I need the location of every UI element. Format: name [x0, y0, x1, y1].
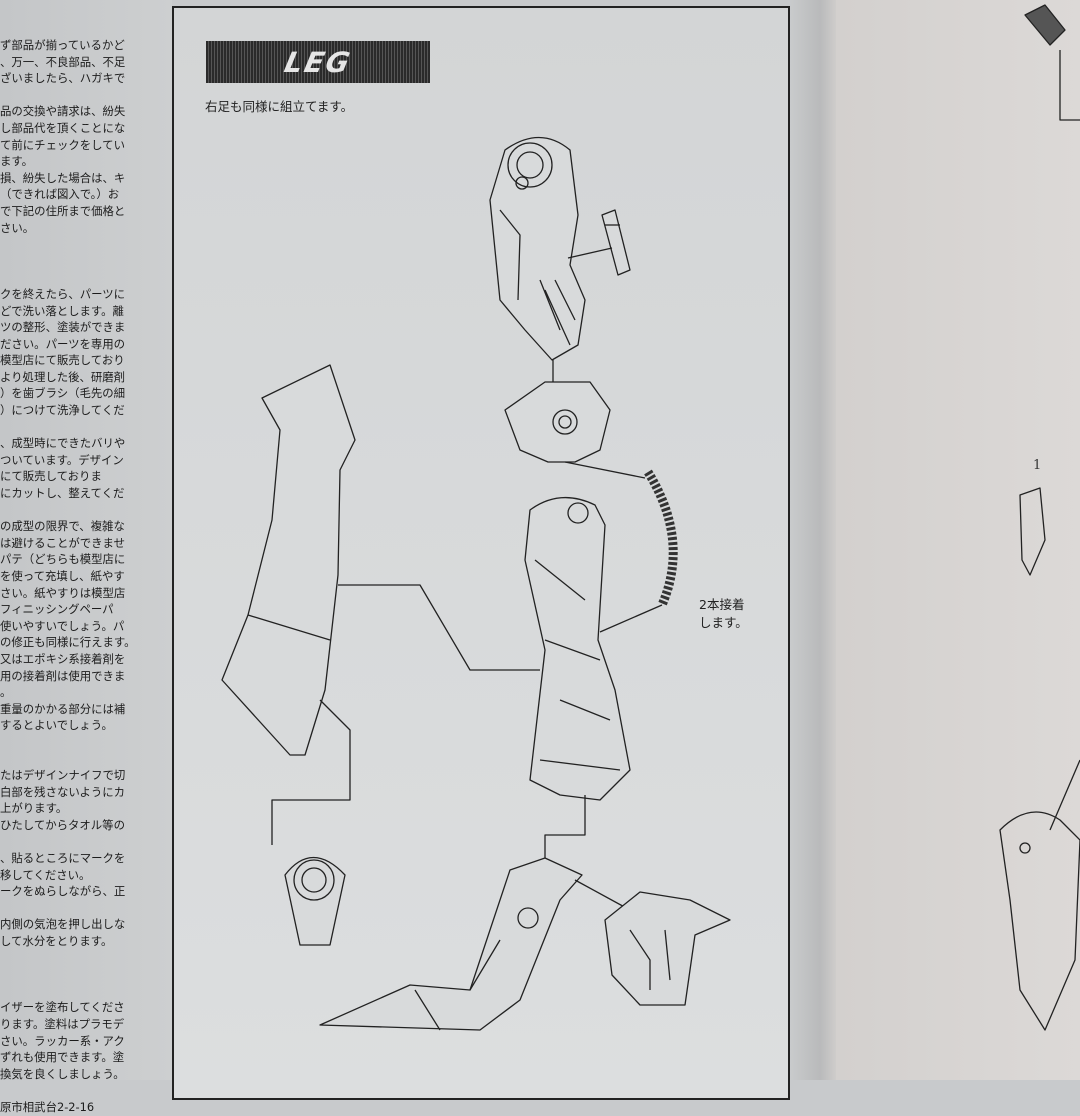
parts-diagram [221, 4, 1080, 1031]
text-line: パテ（どちらも模型店に [0, 552, 126, 567]
right-page [836, 0, 1080, 1080]
cylinder-rod-part [644, 469, 678, 607]
glue-note-line2: します。 [699, 615, 748, 630]
section-title-bar: LEG [206, 41, 430, 83]
step-number: 1 [1033, 458, 1042, 473]
text-line: するとよいでしょう。 [0, 718, 113, 733]
text-line: ついています。デザイン [0, 452, 124, 467]
guide-line [564, 461, 646, 479]
text-line: さい。ラッカー系・アク [0, 1033, 125, 1048]
book-gutter [790, 0, 840, 1080]
text-line: ます。 [0, 154, 34, 169]
left-page: ず部品が揃っているかど、万一、不良部品、不足ざいましたら、ハガキで品の交換や請求… [0, 0, 172, 1114]
text-line: ）を歯ブラシ（毛先の細 [0, 386, 126, 401]
text-line: て前にチェックをしてい [0, 137, 125, 152]
text-line: は避けることができませ [0, 535, 125, 550]
text-line: 模型店にて販売しており [0, 353, 125, 368]
instructions-text: ず部品が揃っているかど、万一、不良部品、不足ざいましたら、ハガキで品の交換や請求… [0, 37, 170, 1116]
text-line: ざいましたら、ハガキで [0, 71, 126, 86]
ankle-cap-part [284, 856, 346, 946]
text-line: さい。紙やすりは模型店 [0, 585, 126, 600]
heel-part [604, 891, 731, 1006]
text-line: 。 [0, 685, 12, 700]
text-line: ークをぬらしながら、正 [0, 884, 126, 899]
text-line: 損、紛失した場合は、キ [0, 170, 126, 185]
text-line: 換気を良くしましょう。 [0, 1066, 125, 1081]
text-line: を使って充填し、紙やす [0, 569, 125, 583]
text-line: 、成型時にできたバリや [0, 436, 126, 451]
text-line: ）につけて洗浄してくだ [0, 403, 125, 418]
text-line: さい。 [0, 220, 35, 235]
text-line: にて販売しておりま [0, 469, 102, 484]
text-line: ず部品が揃っているかど [0, 38, 125, 52]
text-line: の成型の限界で、複雑な [0, 519, 125, 534]
text-line: より処理した後、研磨剤 [0, 369, 126, 384]
guide-line [574, 879, 631, 911]
guide-line [271, 699, 351, 845]
text-line: 用の接着剤は使用できま [0, 668, 126, 683]
text-line: 品の交換や請求は、紛失 [0, 104, 126, 119]
knee-joint-part [504, 381, 611, 463]
text-line: にカットし、整えてくだ [0, 486, 125, 501]
foot-part [319, 857, 583, 1031]
side-armor-part [221, 364, 356, 756]
text-line: 、貼るところにマークを [0, 851, 126, 866]
guide-line [599, 604, 663, 633]
guide-line [567, 247, 613, 259]
text-line [0, 1082, 170, 1099]
guide-line [338, 584, 540, 671]
text-line: イザーを塗布してくださ [0, 1000, 125, 1015]
text-line: 重量のかかる部分には補 [0, 701, 126, 716]
text-line: 内側の気泡を押し出しな [0, 917, 126, 932]
text-line: ひたしてからタオル等の [0, 817, 125, 832]
text-line: の修正も同様に行えます。 [0, 635, 136, 650]
text-line: フィニッシングペーパ [0, 602, 114, 617]
glue-note: 2本接着 します。 [699, 596, 748, 632]
instruction-subtitle: 右足も同様に組立てます。 [205, 99, 354, 114]
text-line: して水分をとります。 [0, 934, 113, 949]
text-line: ツの整形、塗装ができま [0, 320, 126, 335]
text-line: 原市相武台2-2-16 [0, 1100, 95, 1114]
text-line: （できれば図入で。）お [0, 187, 120, 202]
text-line: で下記の住所まで価格と [0, 203, 126, 218]
text-line: ずれも使用できます。塗 [0, 1050, 125, 1065]
text-line: 使いやすいでしょう。パ [0, 618, 125, 633]
shin-part [524, 496, 631, 801]
text-line: 、万一、不良部品、不足 [0, 54, 126, 69]
text-line: し部品代を頂くことにな [0, 120, 126, 135]
text-line: 上がります。 [0, 801, 68, 816]
glue-note-line1: 2本接着 [699, 597, 745, 612]
text-line: 白部を残さないようにカ [0, 784, 126, 799]
text-line: ります。塗料はプラモデ [0, 1017, 125, 1032]
text-line: 移してください。 [0, 867, 91, 882]
text-line: クを終えたら、パーツに [0, 286, 126, 301]
guide-line [544, 795, 586, 860]
right-page-parts [999, 4, 1080, 1031]
text-line: たはデザインナイフで切 [0, 768, 126, 783]
thigh-armor-part [489, 137, 586, 361]
text-line: どで洗い落とします。離 [0, 303, 124, 318]
text-line: 又はエポキシ系接着剤を [0, 651, 126, 666]
text-line: ださい。パーツを専用の [0, 336, 126, 351]
small-plate-part [601, 209, 631, 276]
